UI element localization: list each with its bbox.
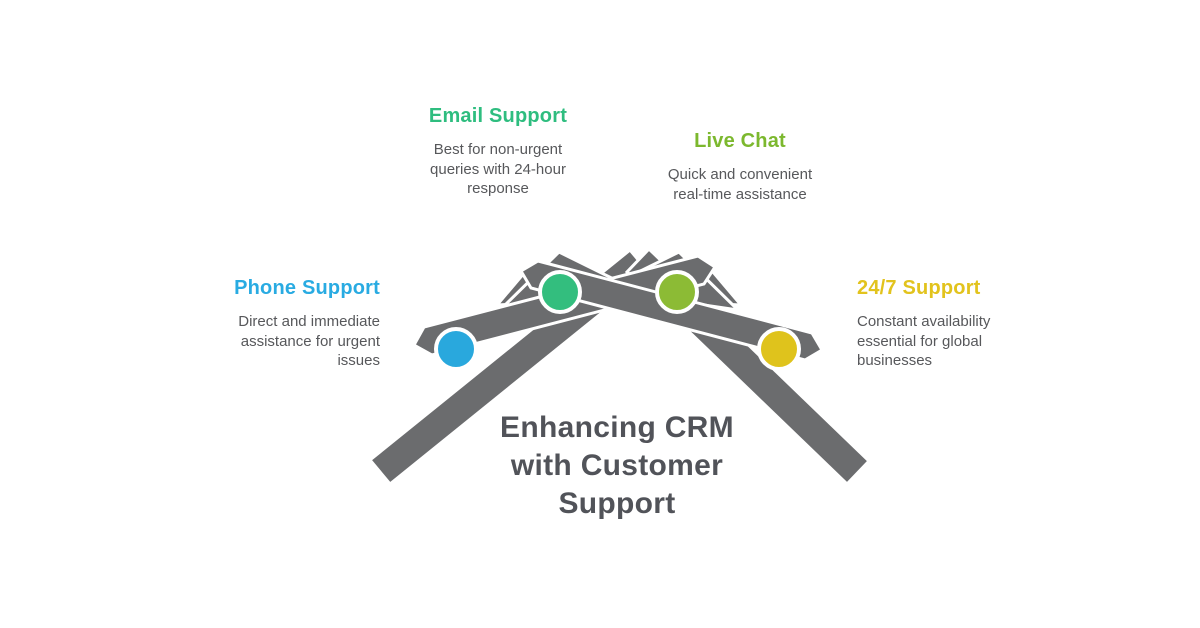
page-title: Enhancing CRM with Customer Support [437, 409, 797, 523]
phone-support-item: Phone Support Direct and immediate assis… [200, 276, 380, 371]
email-support-item: Email Support Best for non-urgent querie… [398, 104, 598, 199]
247-support-desc-line: businesses [857, 352, 933, 369]
247-support-heading: 24/7 Support [857, 277, 981, 299]
phone-support-description: Direct and immediate assistance for urge… [200, 312, 380, 371]
email-support-desc-line: queries with 24-hour [430, 160, 566, 178]
live-chat-description: Quick and convenient real-time assistanc… [640, 165, 840, 204]
email-support-desc-line: response [467, 180, 529, 197]
email-support-desc-line: Best for non-urgent [433, 141, 563, 158]
phone-support-heading: Phone Support [234, 277, 380, 299]
live-chat-heading: Live Chat [694, 130, 786, 152]
email-support-description: Best for non-urgent queries with 24-hour… [398, 140, 598, 199]
247-support-description: Constant availability essential for glob… [857, 312, 1037, 371]
phone-support-desc-line: issues [337, 352, 380, 369]
live-chat-node-circle [655, 270, 699, 314]
live-chat-desc-line: Quick and convenient [667, 166, 813, 183]
live-chat-item: Live Chat Quick and convenient real-time… [640, 129, 840, 204]
phone-support-desc-line: Direct and immediate [238, 313, 380, 330]
live-chat-desc-line: real-time assistance [673, 185, 807, 203]
email-node-circle [538, 270, 582, 314]
page-title-line: Enhancing CRM [500, 411, 734, 444]
247-support-item: 24/7 Support Constant availability essen… [857, 276, 1037, 371]
email-support-heading: Email Support [428, 105, 568, 127]
247-node-circle [757, 327, 801, 371]
247-support-desc-line: Constant availability [857, 313, 991, 330]
page-title-line: Support [558, 487, 676, 520]
phone-support-desc-line: assistance for urgent [240, 332, 380, 350]
page-title-line: with Customer [510, 449, 724, 482]
phone-node-circle [434, 327, 478, 371]
247-support-desc-line: essential for global [857, 332, 983, 350]
